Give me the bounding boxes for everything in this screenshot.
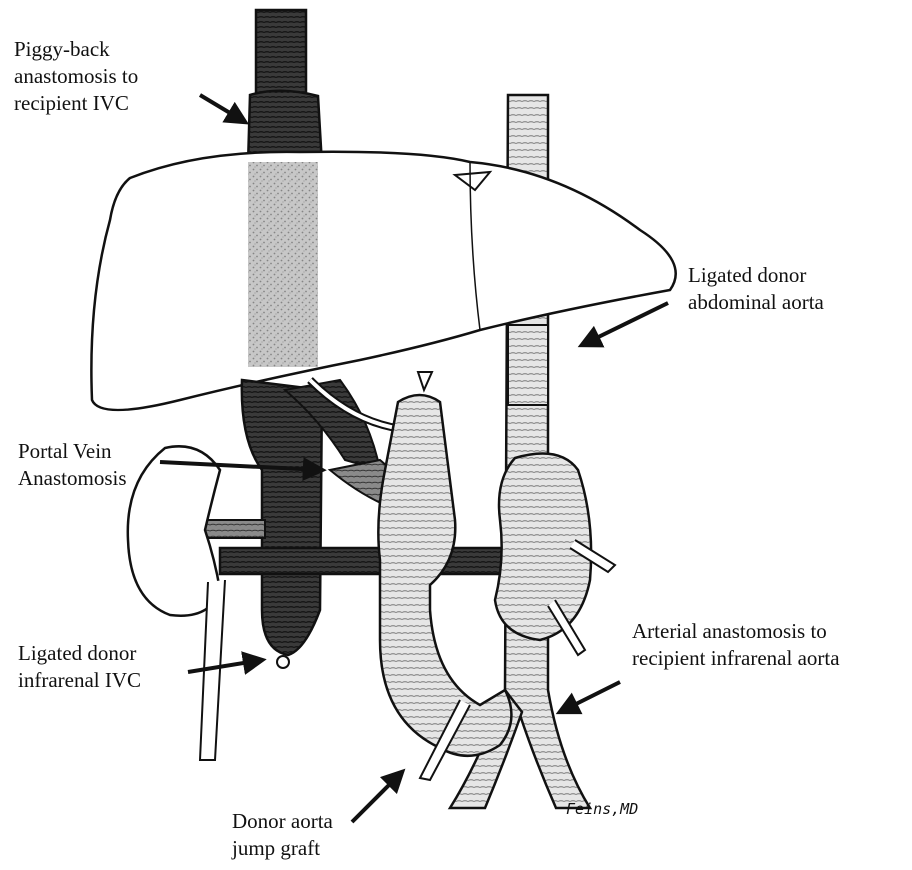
- liver: [91, 152, 675, 410]
- arrow-ligated-ivc: [188, 660, 262, 672]
- right-kidney: [495, 454, 615, 655]
- label-portal-vein-anastomosis: Portal Vein Anastomosis: [18, 438, 127, 492]
- recipient-ivc: [248, 10, 322, 165]
- arrow-jump-graft: [352, 772, 402, 822]
- intrahepatic-ivc: [248, 162, 318, 367]
- arrow-arterial: [560, 682, 620, 712]
- label-ligated-donor-infrarenal-ivc: Ligated donor infrarenal IVC: [18, 640, 141, 694]
- label-piggyback: Piggy-back anastomosis to recipient IVC: [14, 36, 138, 117]
- artist-signature: Feins,MD: [566, 800, 638, 818]
- left-kidney: [128, 446, 225, 760]
- donor-abdominal-aorta: [508, 325, 548, 405]
- arrow-piggyback: [200, 95, 245, 122]
- label-arterial-anastomosis: Arterial anastomosis to recipient infrar…: [632, 618, 840, 672]
- renal-vein: [195, 520, 505, 574]
- label-donor-aorta-jump-graft: Donor aorta jump graft: [232, 808, 333, 862]
- label-ligated-donor-abdominal-aorta: Ligated donor abdominal aorta: [688, 262, 824, 316]
- arrow-ligated-aorta: [582, 303, 668, 345]
